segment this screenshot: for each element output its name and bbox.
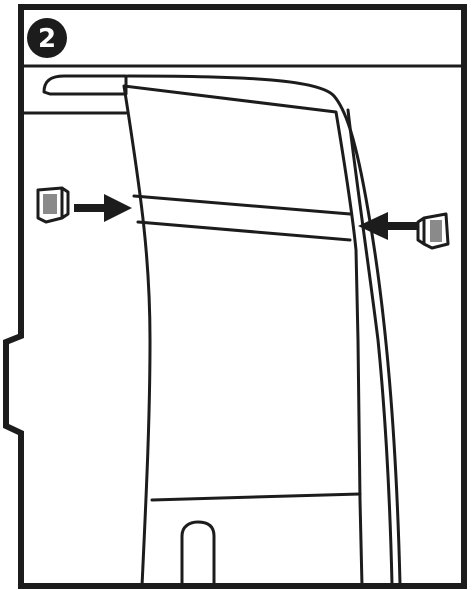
step-number: 2 bbox=[38, 24, 56, 54]
panel-frame bbox=[2, 4, 467, 589]
door-panel bbox=[122, 84, 364, 588]
arrow-right-icon bbox=[74, 194, 132, 222]
arrow-left-icon bbox=[358, 212, 418, 240]
vehicle-body-outline bbox=[19, 74, 402, 586]
clip-icon bbox=[416, 212, 450, 250]
clip-icon bbox=[36, 186, 70, 224]
step-badge: 2 bbox=[27, 18, 67, 58]
